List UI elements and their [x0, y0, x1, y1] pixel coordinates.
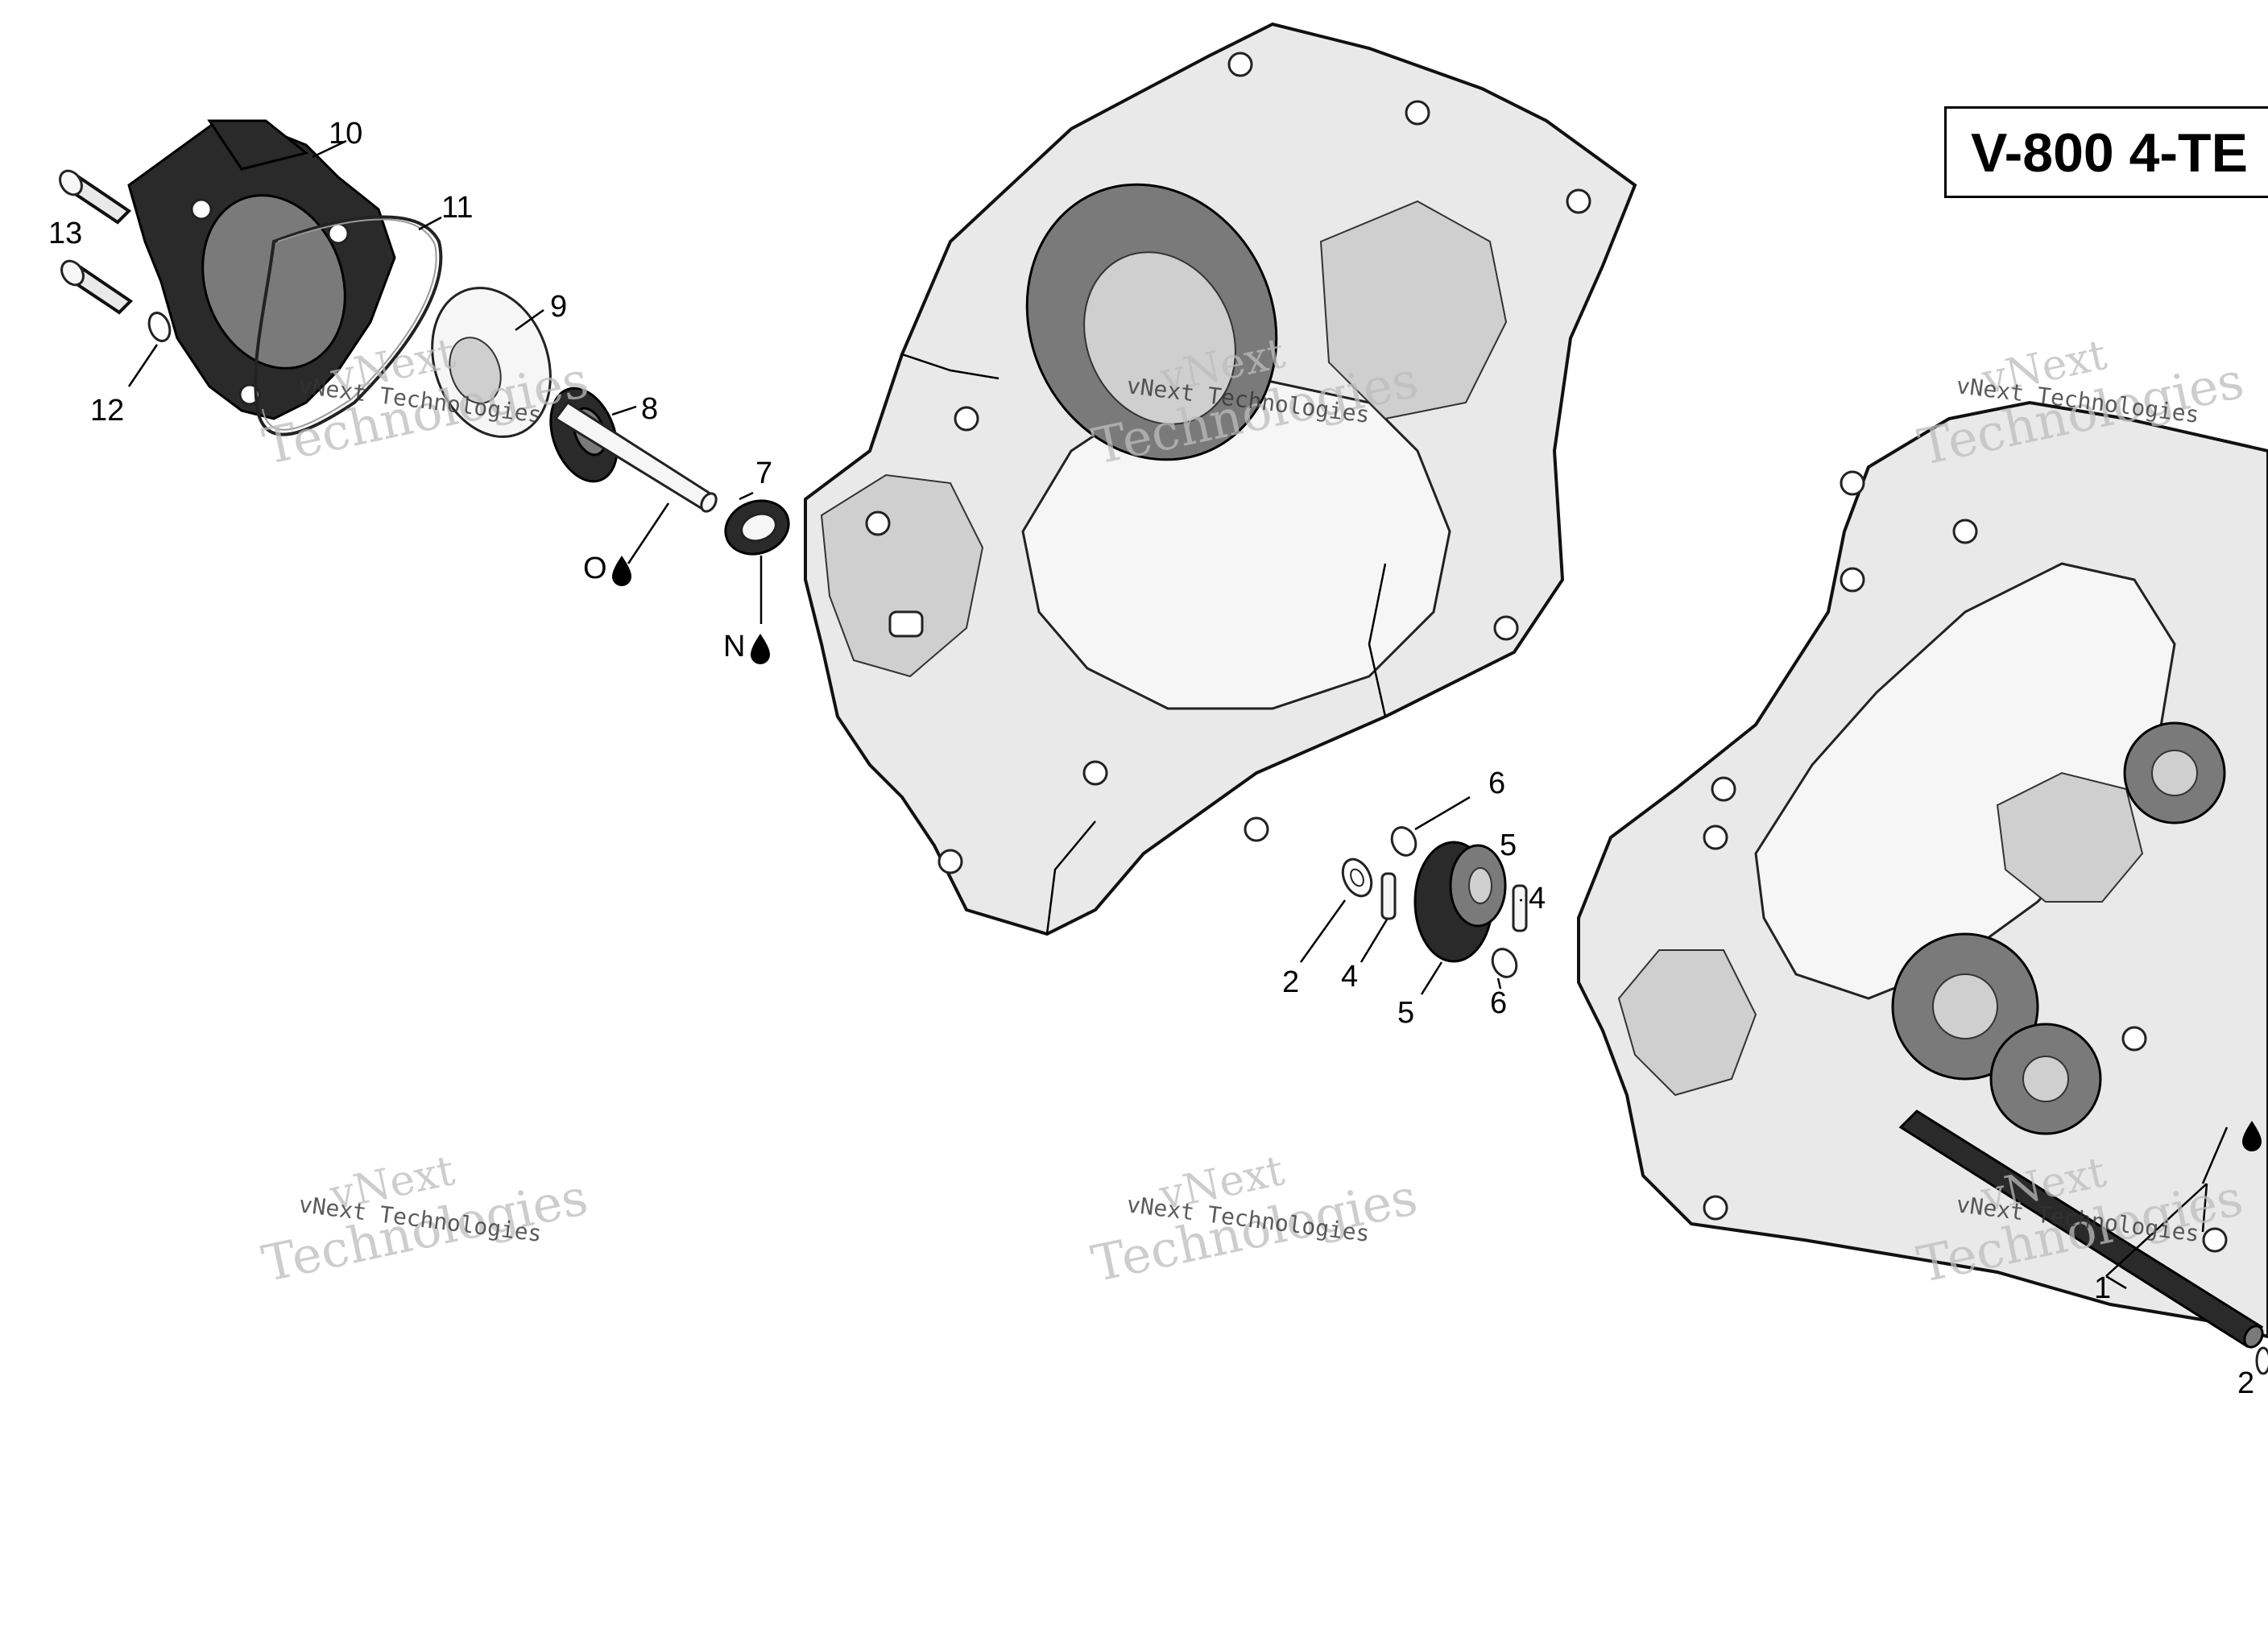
part-5-gear	[1413, 841, 1507, 963]
callout-11: 11	[441, 191, 473, 225]
callout-2-left: 2	[1282, 965, 1299, 999]
oil-drop-icons	[612, 556, 2262, 1151]
callout-N: N	[723, 630, 745, 663]
part-4-dowel-right	[1512, 884, 1528, 932]
part-10-pump-cover	[127, 119, 396, 420]
callout-10: 10	[329, 117, 362, 151]
part-13-screws	[59, 169, 134, 315]
callout-5-lower: 5	[1397, 996, 1414, 1030]
part-6-circlip-lower	[1491, 948, 1518, 978]
oil-drop-icon	[2242, 1121, 2262, 1151]
crankcase-right-half	[1577, 400, 2268, 1339]
callout-8: 8	[641, 392, 658, 426]
part-7-oil-seal	[724, 499, 790, 556]
callout-6-upper: 6	[1488, 767, 1505, 800]
oil-drop-icon	[612, 556, 631, 586]
title-box: V-800 4-TE	[1944, 106, 2268, 198]
part-4-dowel-left	[1380, 872, 1397, 920]
part-6-circlip-upper	[1390, 826, 1418, 857]
oil-drop-icon	[751, 634, 770, 664]
part-O-pump-shaft	[553, 400, 718, 513]
diagram-title: V-800 4-TE	[1971, 122, 2248, 184]
part-11-o-ring	[254, 215, 443, 436]
callout-labels: 10 11 13 9 12 8 7 O N 6 5 4 4 2 6 5 1 2	[48, 117, 2254, 1400]
crankcase-left-half	[804, 22, 1637, 936]
callout-2-right: 2	[2237, 1366, 2254, 1400]
callout-4-left: 4	[1341, 960, 1358, 994]
part-2-thrust-washer	[1341, 858, 1373, 898]
part-12-washer	[147, 312, 172, 342]
callout-13: 13	[48, 217, 82, 250]
callout-O: O	[583, 552, 607, 585]
callout-6-lower: 6	[1490, 986, 1507, 1020]
leader-lines	[127, 139, 2229, 1290]
part-1-shaft	[1898, 1110, 2264, 1349]
callout-1: 1	[2094, 1271, 2111, 1305]
callout-5-upper: 5	[1500, 829, 1517, 862]
part-2-thrust-washer-right	[2255, 1346, 2268, 1375]
callout-7: 7	[755, 457, 772, 490]
callout-9: 9	[550, 290, 567, 324]
callout-4-right: 4	[1529, 882, 1546, 915]
callout-12: 12	[90, 394, 124, 428]
